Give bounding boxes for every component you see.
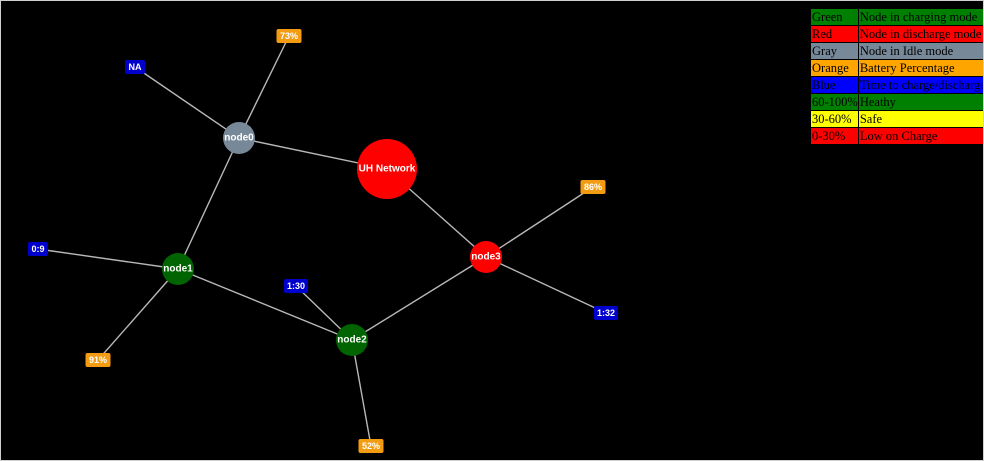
badge-label-node3-time: 1:32 [597, 308, 615, 318]
legend-description: Heathy [857, 93, 984, 111]
node-circle-network[interactable] [357, 139, 417, 199]
edge-node3-node3-time [485, 256, 607, 314]
edge-node2-node2-battery [351, 339, 372, 447]
time-badge-node0-time: NA [125, 60, 145, 74]
badge-box-node3-time [594, 306, 618, 320]
node-circle-node1[interactable] [162, 253, 194, 285]
edge-node2-node3 [351, 256, 487, 341]
legend-key: 0-30% [810, 127, 859, 145]
edges-layer [37, 35, 607, 447]
badges-layer: 73% NA 0:9 91% 1:30 52% 86% 1:32 [28, 29, 618, 453]
legend-description: Low on Charge [857, 127, 984, 145]
edge-node1-node1-time [37, 248, 179, 270]
edge-node1-node2 [177, 268, 353, 341]
nodes-layer: UH Network node0 node1 node2 node3 [162, 122, 502, 356]
edge-node3-node3-battery [485, 186, 594, 258]
legend-row: 0-30%Low on Charge [810, 127, 984, 145]
badge-box-node0-time [125, 60, 145, 74]
battery-badge-node1-battery: 91% [85, 353, 111, 367]
node-circle-node3[interactable] [470, 241, 502, 273]
edge-node1-node1-battery [97, 268, 179, 361]
legend-key: Red [810, 25, 859, 43]
node-node2[interactable]: node2 [336, 324, 368, 356]
node-node0[interactable]: node0 [223, 122, 255, 154]
node-network[interactable]: UH Network [357, 139, 417, 199]
time-badge-node1-time: 0:9 [28, 242, 48, 256]
node-label-node1: node1 [163, 264, 193, 275]
legend-key: Orange [810, 59, 859, 77]
badge-label-node1-time: 0:9 [31, 244, 44, 254]
badge-box-node2-time [284, 279, 308, 293]
badge-label-node0-battery: 73% [280, 31, 298, 41]
badge-box-node1-battery [85, 353, 111, 367]
battery-badge-node2-battery: 52% [358, 439, 384, 453]
edge-node0-node0-time [134, 66, 240, 139]
badge-box-node3-battery [580, 180, 606, 194]
time-badge-node3-time: 1:32 [594, 306, 618, 320]
badge-label-node2-battery: 52% [362, 441, 380, 451]
badge-box-node1-time [28, 242, 48, 256]
node-node1[interactable]: node1 [162, 253, 194, 285]
badge-label-node3-battery: 86% [584, 182, 602, 192]
legend-key: Green [810, 8, 859, 26]
node-circle-node0[interactable] [223, 122, 255, 154]
node-label-network: UH Network [359, 164, 416, 175]
legend-description: Time to charge/discharge [857, 76, 984, 94]
legend-key: Blue [810, 76, 859, 94]
legend-key: Gray [810, 42, 859, 60]
time-badge-node2-time: 1:30 [284, 279, 308, 293]
legend-key: 60-100% [810, 93, 859, 111]
badge-box-node0-battery [276, 29, 302, 43]
node-label-node2: node2 [337, 335, 367, 346]
node-label-node0: node0 [224, 133, 254, 144]
battery-badge-node0-battery: 73% [276, 29, 302, 43]
badge-box-node2-battery [358, 439, 384, 453]
legend-key: 30-60% [810, 110, 859, 128]
legend-description: Node in discharge mode [857, 25, 984, 43]
node-label-node3: node3 [471, 252, 501, 263]
legend-description: Node in Idle mode [857, 42, 984, 60]
edge-node0-node0-battery [238, 35, 290, 139]
legend-row: 60-100%Heathy [810, 93, 984, 111]
edge-node0-node1 [177, 137, 240, 270]
node-node3[interactable]: node3 [470, 241, 502, 273]
badge-label-node0-time: NA [129, 62, 142, 72]
legend-description: Battery Percentage [857, 59, 984, 77]
node-circle-node2[interactable] [336, 324, 368, 356]
badge-label-node1-battery: 91% [89, 355, 107, 365]
legend-description: Safe [857, 110, 984, 128]
legend-description: Node in charging mode [857, 8, 984, 26]
badge-label-node2-time: 1:30 [287, 281, 305, 291]
legend-row: 30-60%Safe [810, 110, 984, 128]
battery-badge-node3-battery: 86% [580, 180, 606, 194]
